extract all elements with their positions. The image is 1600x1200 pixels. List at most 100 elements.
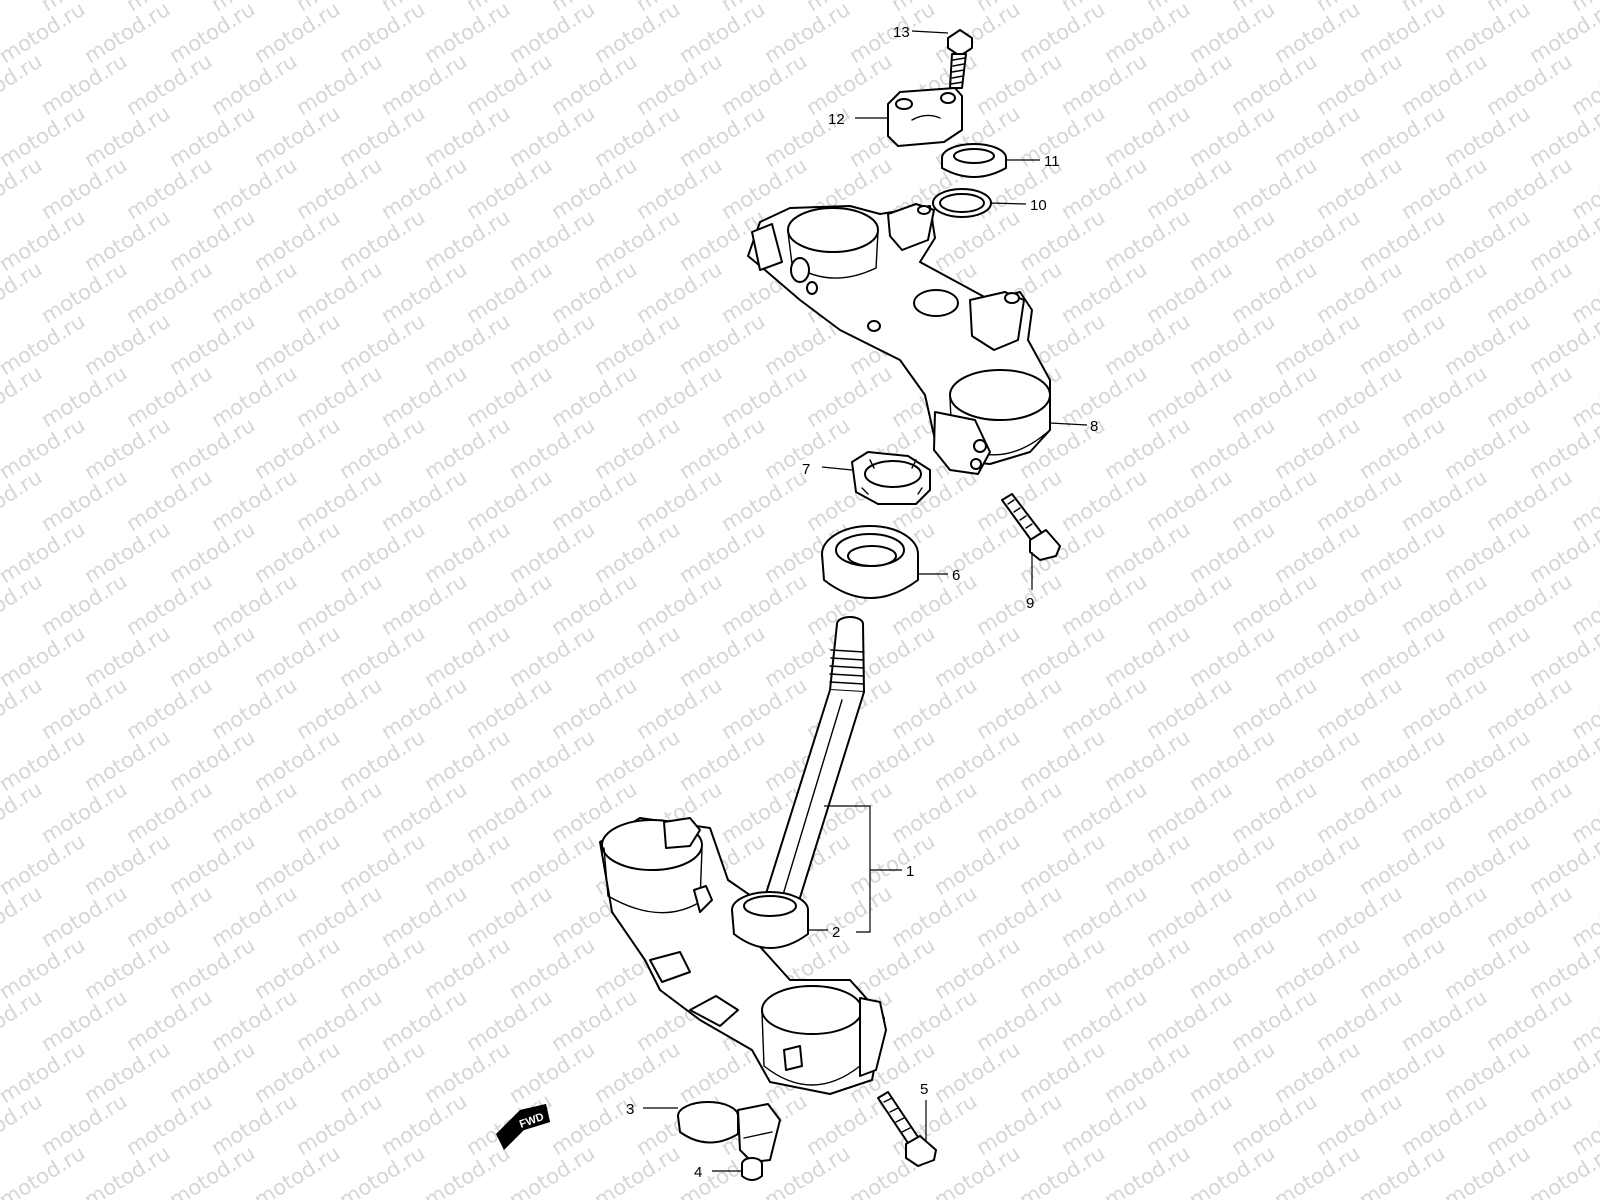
watermark-text: motod.ru [165, 933, 259, 1004]
watermark-text: motod.ru [250, 205, 344, 276]
watermark-text: motod.ru [1100, 829, 1194, 900]
watermark-text: motod.ru [930, 1037, 1024, 1108]
watermark-text: motod.ru [972, 1089, 1066, 1160]
watermark-text: motod.ru [1227, 361, 1321, 432]
watermark-text: motod.ru [1397, 569, 1491, 640]
part-1-lower-bracket [599, 817, 887, 1095]
watermark-text: motod.ru [1270, 621, 1364, 692]
watermark-text: motod.ru [1270, 309, 1364, 380]
watermark-text: motod.ru [420, 413, 514, 484]
watermark-text: motod.ru [887, 673, 981, 744]
watermark-text: motod.ru [547, 49, 641, 120]
watermark-text: motod.ru [250, 0, 344, 68]
watermark-text: motod.ru [37, 881, 131, 952]
watermark-text: motod.ru [590, 517, 684, 588]
watermark-text: motod.ru [207, 1089, 301, 1160]
watermark-text: motod.ru [335, 1037, 429, 1108]
watermark-text: motod.ru [165, 309, 259, 380]
watermark-text: motod.ru [1312, 1089, 1406, 1160]
part-2-bearing [731, 891, 809, 949]
watermark-text: motod.ru [250, 933, 344, 1004]
watermark-text: motod.ru [1270, 517, 1364, 588]
watermark-text: motod.ru [1185, 517, 1279, 588]
watermark-text: motod.ru [377, 777, 471, 848]
watermark-text: motod.ru [462, 257, 556, 328]
watermark-text: motod.ru [1440, 1037, 1534, 1108]
watermark-text: motod.ru [1142, 881, 1236, 952]
watermark-text: motod.ru [717, 569, 811, 640]
watermark-text: motod.ru [505, 205, 599, 276]
watermark-text: motod.ru [420, 205, 514, 276]
watermark-text: motod.ru [165, 0, 259, 68]
watermark-text: motod.ru [292, 465, 386, 536]
watermark-text: motod.ru [1142, 569, 1236, 640]
watermark-text: motod.ru [1312, 49, 1406, 120]
watermark-text: motod.ru [80, 933, 174, 1004]
watermark-text: motod.ru [1482, 153, 1576, 224]
watermark-text: motod.ru [1015, 621, 1109, 692]
watermark-text: motod.ru [1440, 621, 1534, 692]
watermark-text: motod.ru [1482, 465, 1576, 536]
watermark-text: motod.ru [1142, 1089, 1236, 1160]
watermark-text: motod.ru [675, 413, 769, 484]
watermark-text: motod.ru [462, 881, 556, 952]
watermark-text: motod.ru [122, 777, 216, 848]
watermark-text: motod.ru [1270, 725, 1364, 796]
watermark-text: motod.ru [122, 153, 216, 224]
watermark-text: motod.ru [1355, 205, 1449, 276]
watermark-text: motod.ru [420, 101, 514, 172]
watermark-text: motod.ru [1100, 101, 1194, 172]
watermark-text: motod.ru [845, 725, 939, 796]
watermark-text: motod.ru [462, 465, 556, 536]
watermark-text: motod.ru [547, 257, 641, 328]
watermark-text: motod.ru [37, 257, 131, 328]
watermark-text: motod.ru [1440, 933, 1534, 1004]
watermark-text: motod.ru [1397, 257, 1491, 328]
watermark-text: motod.ru [1312, 777, 1406, 848]
watermark-text: motod.ru [80, 0, 174, 68]
watermark-text: motod.ru [1057, 257, 1151, 328]
watermark-text: motod.ru [292, 985, 386, 1056]
watermark-text: motod.ru [335, 933, 429, 1004]
watermark-text: motod.ru [1142, 777, 1236, 848]
watermark-text: motod.ru [462, 361, 556, 432]
watermark-text: motod.ru [1185, 0, 1279, 68]
callout-7: 7 [802, 461, 810, 478]
watermark-text: motod.ru [1355, 829, 1449, 900]
watermark-text: motod.ru [547, 465, 641, 536]
watermark-text: motod.ru [80, 205, 174, 276]
watermark-text: motod.ru [1397, 465, 1491, 536]
watermark-text: motod.ru [930, 621, 1024, 692]
watermark-text: motod.ru [420, 309, 514, 380]
watermark-text: motod.ru [505, 517, 599, 588]
watermark-text: motod.ru [1440, 413, 1534, 484]
watermark-text: motod.ru [1270, 829, 1364, 900]
watermark-text: motod.ru [675, 101, 769, 172]
watermark-text: motod.ru [335, 101, 429, 172]
watermark-text: motod.ru [122, 465, 216, 536]
watermark-text: motod.ru [122, 881, 216, 952]
callout-5: 5 [920, 1081, 928, 1098]
watermark-text: motod.ru [165, 621, 259, 692]
watermark-text: motod.ru [1015, 725, 1109, 796]
watermark-text: motod.ru [1227, 153, 1321, 224]
watermark-text: motod.ru [717, 673, 811, 744]
watermark-text: motod.ru [1227, 49, 1321, 120]
watermark-text: motod.ru [462, 777, 556, 848]
watermark-text: motod.ru [1227, 777, 1321, 848]
watermark-text: motod.ru [420, 0, 514, 68]
watermark-text: motod.ru [1355, 413, 1449, 484]
part-12-clamp [887, 87, 963, 147]
watermark-text: motod.ru [1355, 621, 1449, 692]
watermark-text: motod.ru [632, 569, 726, 640]
watermark-text: motod.ru [122, 673, 216, 744]
watermark-text: motod.ru [292, 49, 386, 120]
watermark-text: motod.ru [250, 1037, 344, 1108]
watermark-text: motod.ru [1057, 361, 1151, 432]
watermark-text: motod.ru [1227, 465, 1321, 536]
watermark-text: motod.ru [37, 985, 131, 1056]
watermark-text: motod.ru [632, 361, 726, 432]
watermark-text: motod.ru [420, 725, 514, 796]
watermark-text: motod.ru [1440, 829, 1534, 900]
